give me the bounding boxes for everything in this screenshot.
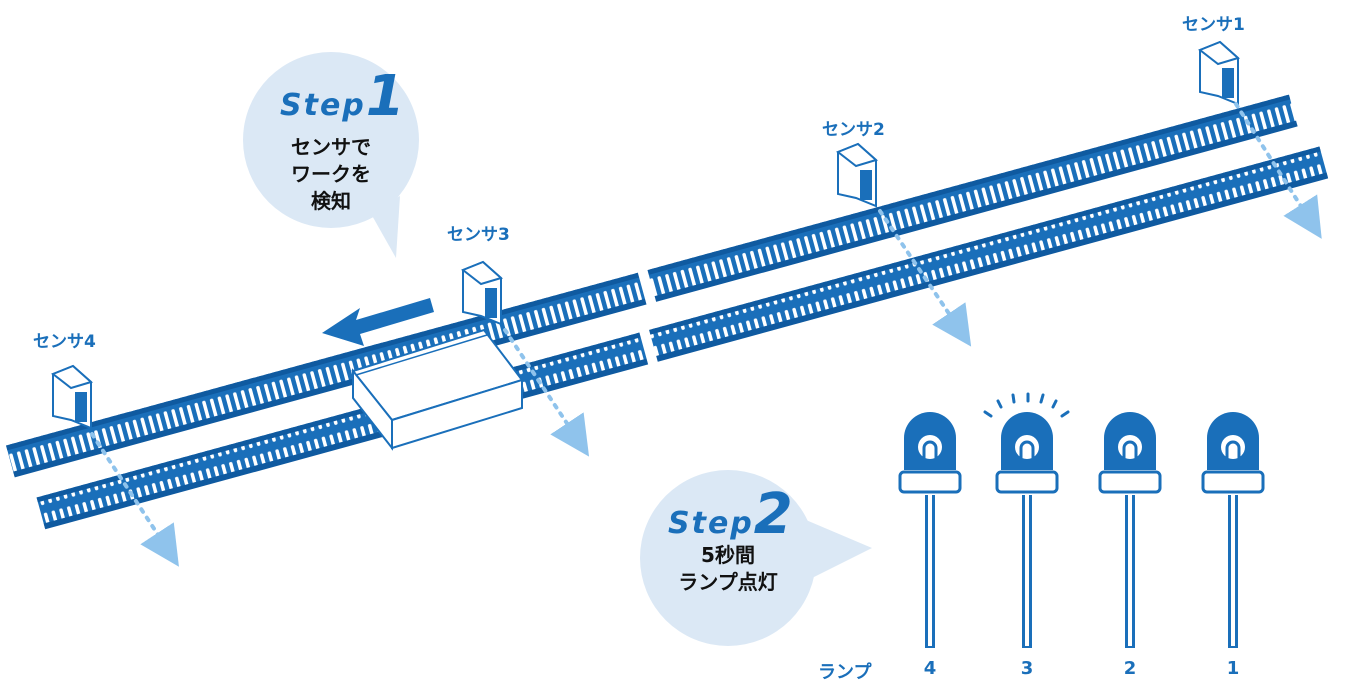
sensor-label-2: センサ2 (822, 120, 885, 140)
step1-bubble (243, 52, 419, 258)
lamp-icon (995, 412, 1059, 648)
lamp-row-label: ランプ (818, 662, 872, 683)
conveyor-lane-lower (36, 146, 1329, 530)
conveyor-lane-upper (6, 94, 1298, 478)
sensor-beam (90, 102, 1322, 567)
step1-description: センサで ワークを 検知 (271, 134, 391, 215)
workpiece-box (351, 328, 524, 451)
step2-word: Step (668, 506, 754, 541)
step2-title: Step2 (668, 487, 793, 543)
sensor-label-3: センサ3 (447, 225, 510, 245)
sensor-box-icon (836, 142, 879, 208)
lamp-number-3: 3 (1020, 658, 1034, 679)
step1-line: ワークを (291, 162, 371, 186)
sensor-box-icon (51, 364, 94, 430)
lamp-glow-icon (983, 392, 1070, 418)
step2-line: 5秒間 (701, 543, 755, 567)
step1-number: 1 (365, 64, 405, 129)
lamp-icon (1098, 412, 1162, 648)
step2-bubble (640, 470, 872, 646)
step2-number: 2 (753, 482, 793, 547)
sensor-label-4: センサ4 (33, 332, 96, 352)
lamp-number-1: 1 (1226, 658, 1240, 679)
lamp-number-4: 4 (923, 658, 937, 679)
sensor-box-icon (461, 260, 504, 326)
step1-line: センサで (291, 135, 371, 159)
step1-word: Step (280, 88, 366, 123)
lamp-icon (898, 412, 962, 648)
sensor-box-icon (1198, 40, 1241, 106)
lamp-icon (1201, 412, 1265, 648)
sensor-label-1: センサ1 (1182, 15, 1245, 35)
lamp-number-2: 2 (1123, 658, 1137, 679)
step2-description: 5秒間 ランプ点灯 (665, 542, 791, 596)
step1-title: Step1 (280, 69, 405, 125)
arrow-left-icon (322, 298, 434, 346)
step2-line: ランプ点灯 (678, 570, 778, 594)
step1-line: 検知 (311, 189, 351, 213)
